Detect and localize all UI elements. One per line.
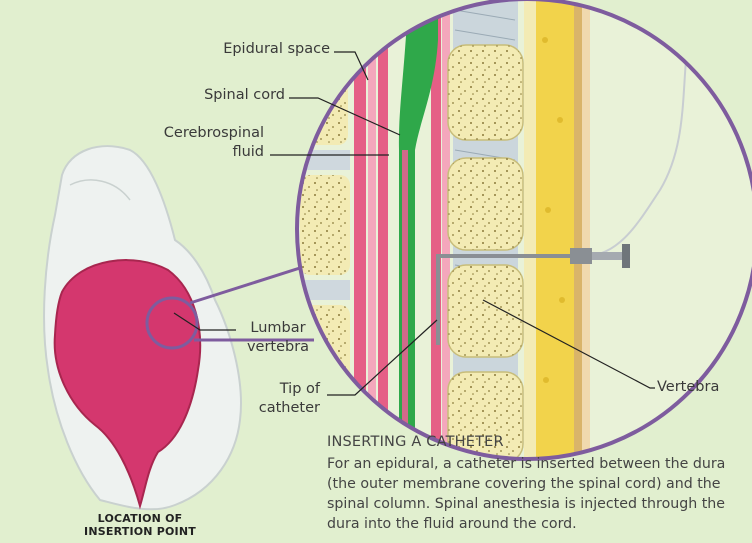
label-vertebra: Vertebra [657,378,719,397]
label-tip-line1: Tip of [240,380,320,399]
label-lumbar-vertebra: Lumbar vertebra [238,319,318,357]
location-caption-line2: INSERTION POINT [60,525,220,538]
label-lumbar-line2: vertebra [238,338,318,357]
label-cerebrospinal: Cerebrospinal fluid [120,124,264,162]
label-spinal-cord: Spinal cord [150,86,285,105]
caption-block: INSERTING A CATHETER For an epidural, a … [327,434,752,534]
label-tip-line2: catheter [240,399,320,418]
location-caption-line1: LOCATION OF [60,512,220,525]
label-tip-of-catheter: Tip of catheter [240,380,320,418]
label-cerebrospinal-line2: fluid [120,143,264,162]
label-cerebrospinal-line1: Cerebrospinal [120,124,264,143]
label-lumbar-line1: Lumbar [238,319,318,338]
caption-title: INSERTING A CATHETER [327,434,752,450]
location-caption: LOCATION OF INSERTION POINT [60,512,220,538]
label-epidural-space: Epidural space [190,40,330,59]
caption-body: For an epidural, a catheter is inserted … [327,454,752,534]
